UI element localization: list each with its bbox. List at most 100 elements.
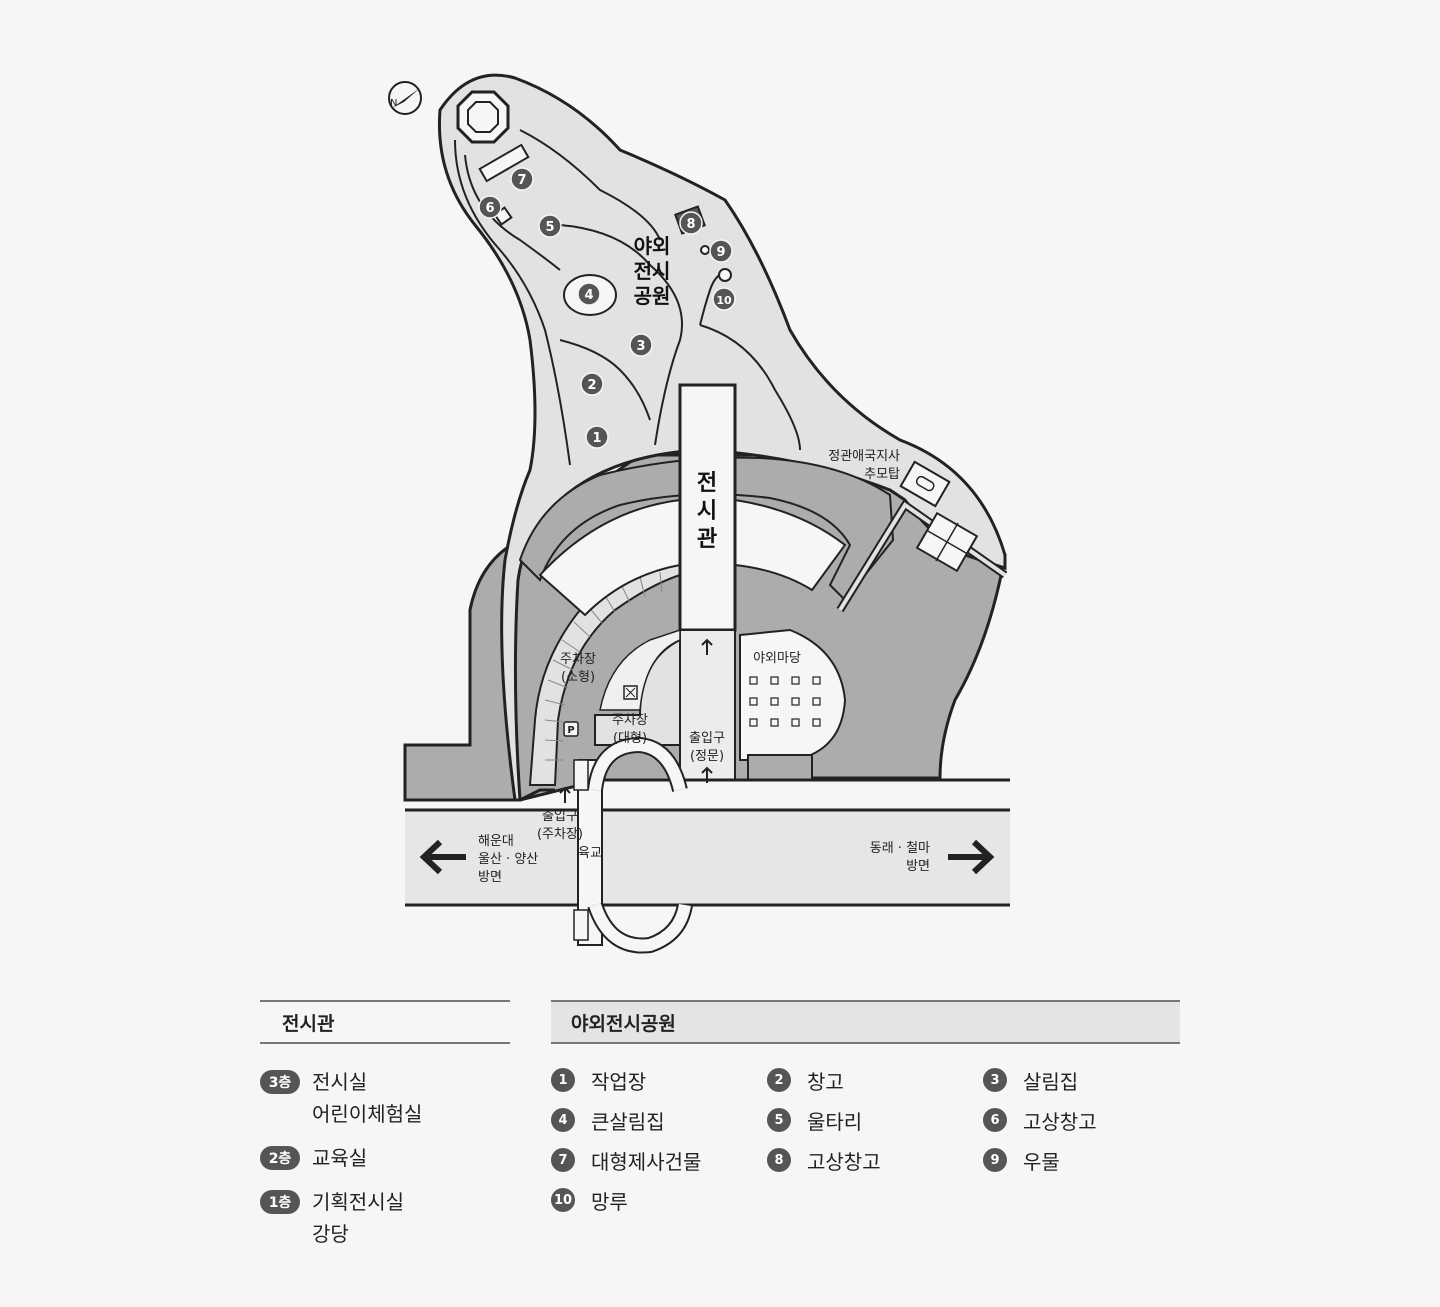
- hall-label: 전 시 관: [697, 471, 717, 552]
- well-9: [700, 245, 710, 255]
- svg-text:울산 · 양산: 울산 · 양산: [478, 852, 538, 867]
- west-arrow-icon: [419, 839, 466, 875]
- svg-text:P: P: [567, 725, 574, 736]
- park-item-label: 고상창고: [807, 1149, 881, 1174]
- parking-icon: P: [563, 721, 579, 737]
- yard-seat: [770, 697, 779, 706]
- yard-seat: [749, 697, 758, 706]
- exhibition-hall-wing-east: [734, 498, 847, 592]
- yard-seat: [812, 718, 821, 727]
- outdoor-yard-label: 야외마당: [753, 651, 801, 666]
- marker-circle: [580, 372, 604, 396]
- svg-text:방면: 방면: [906, 859, 930, 874]
- number-badge: 8: [767, 1148, 791, 1172]
- floor-badge: 3층: [260, 1070, 300, 1094]
- marker-number: 5: [545, 220, 554, 235]
- map-marker[interactable]: 8: [679, 211, 703, 235]
- hall-legend-title: 전시관: [260, 1000, 510, 1044]
- floor-room: 전시실: [312, 1070, 368, 1094]
- svg-text:출입구: 출입구: [542, 809, 578, 824]
- svg-text:방면: 방면: [478, 870, 502, 885]
- hall-surround: [518, 456, 895, 602]
- memorial-label: 정관애국지사 추모탑: [828, 449, 900, 482]
- watchtower-octagon: [456, 90, 510, 144]
- map-marker[interactable]: 3: [629, 333, 653, 357]
- marker-number: 10: [716, 294, 732, 307]
- yard-grid: [749, 676, 821, 727]
- overpass-bridge: [573, 736, 693, 954]
- svg-text:관: 관: [697, 527, 717, 552]
- floor-room: 어린이체험실: [312, 1102, 423, 1126]
- map-marker[interactable]: 2: [580, 372, 604, 396]
- map-marker[interactable]: 6: [478, 195, 502, 219]
- sidewalk-west: [405, 788, 555, 802]
- yard-seat: [749, 718, 758, 727]
- marker-number: 6: [485, 201, 494, 216]
- svg-text:야외: 야외: [634, 234, 671, 258]
- restroom-icon: [623, 685, 638, 700]
- svg-text:출입구: 출입구: [689, 731, 725, 746]
- park-legend-item: 8 고상창고: [767, 1146, 983, 1174]
- marker-circle: [679, 211, 703, 235]
- svg-text:추모탑: 추모탑: [864, 467, 900, 482]
- map-marker[interactable]: 5: [538, 214, 562, 238]
- small-parking-label: 주차장 (소형): [560, 652, 596, 685]
- main-gate-label[interactable]: 출입구 (정문): [689, 731, 725, 764]
- marker-number: 1: [592, 431, 601, 446]
- park-item-label: 큰살림집: [591, 1109, 665, 1134]
- park-item-label: 작업장: [591, 1069, 647, 1094]
- park-item-label: 우물: [1023, 1149, 1060, 1174]
- svg-text:해운대: 해운대: [478, 834, 514, 849]
- svg-text:주차장: 주차장: [560, 652, 596, 667]
- park-item-label: 살림집: [1023, 1069, 1079, 1094]
- entrance-arrow-icon: [559, 638, 713, 803]
- parking-gate-label[interactable]: 출입구 (주차장): [537, 809, 583, 842]
- map-marker[interactable]: 1: [585, 425, 609, 449]
- svg-text:전: 전: [697, 471, 717, 496]
- structure-7: [478, 143, 530, 183]
- east-arrow-icon: [948, 839, 995, 875]
- marker-circle: [585, 425, 609, 449]
- map-marker[interactable]: 9: [709, 239, 733, 263]
- park-item-label: 대형제사건물: [591, 1149, 702, 1174]
- park-item-label: 울타리: [807, 1109, 863, 1134]
- number-badge: 7: [551, 1148, 575, 1172]
- marker-circle: [510, 167, 534, 191]
- floor-room-list: 교육실: [312, 1142, 367, 1174]
- floor-room: 기획전시실: [312, 1190, 404, 1214]
- map-canvas: P N 1 2 3 4 5 6 7 89 10 전 시 관 야외 전시 공원 정관애국지사 추모…: [388, 73, 1010, 954]
- svg-text:N: N: [390, 98, 397, 109]
- yard-seat: [812, 697, 821, 706]
- memorial-tower[interactable]: [899, 460, 951, 508]
- park-legend-title: 야외전시공원: [551, 1000, 1180, 1044]
- floor-badge: 2층: [260, 1146, 300, 1170]
- inner-plaza: [599, 628, 681, 711]
- map-marker[interactable]: 7: [510, 167, 534, 191]
- overpass-label: 육교: [578, 846, 602, 861]
- tower-10: [718, 268, 732, 282]
- main-road: [405, 810, 1010, 905]
- east-direction-label: 동래 · 철마 방면: [870, 841, 930, 874]
- park-label: 야외 전시 공원: [634, 234, 671, 308]
- yard-seat: [791, 697, 800, 706]
- yard-seat: [770, 718, 779, 727]
- map-marker[interactable]: 10: [712, 287, 736, 311]
- parking-stripes: [544, 571, 663, 761]
- map-marker[interactable]: 4: [577, 282, 601, 306]
- yard-seat: [791, 718, 800, 727]
- marker-circle: [629, 333, 653, 357]
- svg-text:주차장: 주차장: [612, 713, 648, 728]
